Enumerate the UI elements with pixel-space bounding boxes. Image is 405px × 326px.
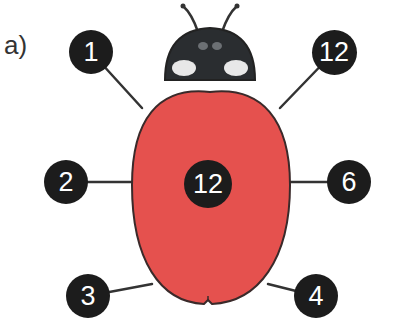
- number-circle: 1: [69, 30, 113, 74]
- head-spot: [172, 60, 196, 76]
- number-text: 12: [193, 171, 223, 198]
- ladybird-head: [165, 28, 255, 80]
- antenna: [222, 6, 237, 32]
- wing-split: [207, 296, 209, 300]
- number-text: 1: [83, 39, 98, 66]
- number-text: 4: [308, 283, 323, 310]
- number-text: 3: [80, 283, 95, 310]
- number-circle: 3: [66, 274, 110, 318]
- ladybird-body: [132, 91, 290, 304]
- head-spot: [198, 42, 208, 50]
- number-text: 12: [319, 39, 349, 66]
- antenna: [183, 6, 198, 32]
- number-circle: 6: [327, 160, 371, 204]
- number-text: 6: [341, 169, 356, 196]
- number-text: 2: [58, 169, 73, 196]
- head-spot: [212, 42, 222, 50]
- number-circle: 4: [294, 274, 338, 318]
- antenna-tip: [235, 4, 240, 9]
- part-label: a): [4, 32, 27, 58]
- number-circle: 12: [312, 30, 357, 75]
- head-spot: [224, 60, 248, 76]
- antenna-tip: [181, 4, 186, 9]
- number-circle: 12: [184, 160, 232, 208]
- number-circle: 2: [44, 160, 88, 204]
